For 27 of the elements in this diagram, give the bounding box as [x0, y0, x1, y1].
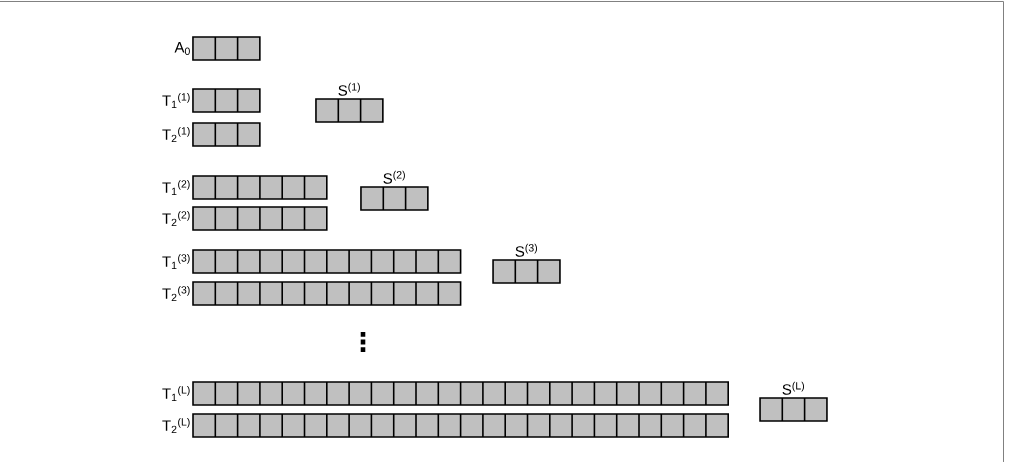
array-label: T$_{1}$(3): [162, 253, 190, 270]
cell-array: [192, 122, 261, 147]
cell-array: [360, 186, 429, 211]
array-label: T$_{1}$(1): [162, 92, 190, 109]
ellipsis: ⋮: [360, 331, 366, 353]
array-label: T$_{2}$(2): [162, 210, 190, 227]
cell-array: [192, 206, 328, 231]
cell-array: [192, 413, 729, 438]
array-label: T$_{1}$(2): [162, 179, 190, 196]
array-label: S$^{(3)}$: [515, 243, 537, 257]
array-label: T$_{2}$(L): [162, 417, 190, 434]
cell-array: [192, 175, 328, 200]
cell-array: [192, 281, 462, 306]
array-label: S$^{(1)}$: [338, 82, 360, 96]
cell-array: [192, 381, 729, 406]
array-label: T$_{1}$(L): [162, 385, 190, 402]
cell-array: [315, 98, 384, 123]
cell-array: [759, 397, 828, 422]
cell-array: [192, 88, 261, 113]
cell-array: [192, 249, 462, 274]
cell-array: [192, 36, 261, 61]
array-label: T$_{2}$(1): [162, 126, 190, 143]
array-label: S$^{(2)}$: [383, 170, 405, 184]
array-label: T$_{2}$(3): [162, 285, 190, 302]
cell-array: [492, 259, 561, 284]
array-label: S$^{(L)}$: [782, 381, 804, 395]
array-label: A$_{0}$: [174, 42, 190, 55]
